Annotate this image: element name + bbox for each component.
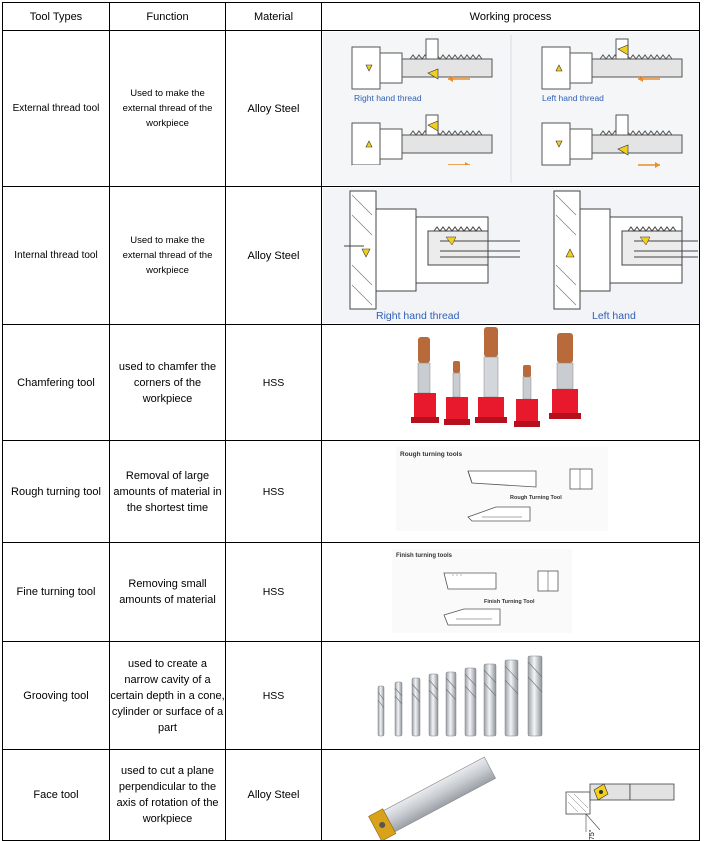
material-cell: HSS <box>225 324 322 441</box>
material-cell: Alloy Steel <box>225 186 322 325</box>
right-hand-thread-caption: Right hand thread <box>354 93 422 103</box>
tool-type-cell: Face tool <box>2 749 110 841</box>
finish-turning-label: Finish Turning Tool <box>484 599 535 605</box>
tool-type-cell: Rough turning tool <box>2 440 110 543</box>
table-row: Rough turning tool Removal of large amou… <box>2 440 700 543</box>
table-row: Grooving tool used to create a narrow ca… <box>2 641 700 750</box>
external-thread-diagram: Right hand thread Left hand thread <box>323 32 699 185</box>
header-material: Material <box>225 2 322 31</box>
table-row: External thread tool Used to make the ex… <box>2 30 700 187</box>
left-hand-thread-caption: Left hand thread <box>542 93 604 103</box>
rough-turning-tool-drawing: Rough turning tools Rough Turning Tool <box>396 447 608 531</box>
rough-turning-title: Rough turning tools <box>400 451 462 458</box>
tool-type-cell: External thread tool <box>2 30 110 187</box>
tool-type-cell: Grooving tool <box>2 641 110 750</box>
header-tool-types: Tool Types <box>2 2 110 31</box>
working-process-cell: Right hand thread Left hand thread <box>321 30 700 187</box>
working-process-cell: Rough turning tools Rough Turning Tool <box>321 440 700 543</box>
table-row: Fine turning tool Removing small amounts… <box>2 542 700 642</box>
working-process-cell <box>321 641 700 750</box>
internal-thread-diagram: Right hand thread <box>323 188 699 323</box>
tool-type-cell: Fine turning tool <box>2 542 110 642</box>
right-hand-thread-caption: Right hand thread <box>376 310 460 322</box>
working-process-cell: 75° <box>321 749 700 841</box>
table-row: Internal thread tool Used to make the ex… <box>2 186 700 325</box>
tool-type-cell: Chamfering tool <box>2 324 110 441</box>
finish-turning-tool-drawing: Finish turning tools Finish Turning Tool <box>392 549 572 633</box>
table-row: Chamfering tool used to chamfer the corn… <box>2 324 700 441</box>
tool-type-cell: Internal thread tool <box>2 186 110 325</box>
material-cell: Alloy Steel <box>225 30 322 187</box>
header-function: Function <box>109 2 226 31</box>
rough-turning-label: Rough Turning Tool <box>510 495 562 501</box>
left-hand-caption: Left hand <box>592 310 636 322</box>
face-tool-photo-and-diagram: 75° <box>368 756 675 840</box>
material-cell: HSS <box>225 641 322 750</box>
function-cell: used to create a narrow cavity of a cert… <box>109 641 226 750</box>
header-working-process: Working process <box>321 2 700 31</box>
table-row: Face tool used to cut a plane perpendicu… <box>2 749 700 841</box>
working-process-cell <box>321 324 700 441</box>
finish-turning-title: Finish turning tools <box>396 553 453 559</box>
material-cell: HSS <box>225 440 322 543</box>
header-row: Tool Types Function Material Working pro… <box>2 2 700 31</box>
function-cell: Removing small amounts of material <box>109 542 226 642</box>
material-cell: HSS <box>225 542 322 642</box>
chamfer-end-mills-photo <box>411 327 581 427</box>
function-cell: used to cut a plane perpendicular to the… <box>109 749 226 841</box>
function-cell: Removal of large amounts of material in … <box>109 440 226 543</box>
working-process-cell: Finish turning tools Finish Turning Tool <box>321 542 700 642</box>
material-cell: Alloy Steel <box>225 749 322 841</box>
function-cell: Used to make the external thread of the … <box>109 186 226 325</box>
function-cell: Used to make the external thread of the … <box>109 30 226 187</box>
function-cell: used to chamfer the corners of the workp… <box>109 324 226 441</box>
angle-label: 75° <box>588 829 596 840</box>
working-process-cell: Right hand thread <box>321 186 700 325</box>
grooving-end-mills-photo <box>377 655 543 737</box>
